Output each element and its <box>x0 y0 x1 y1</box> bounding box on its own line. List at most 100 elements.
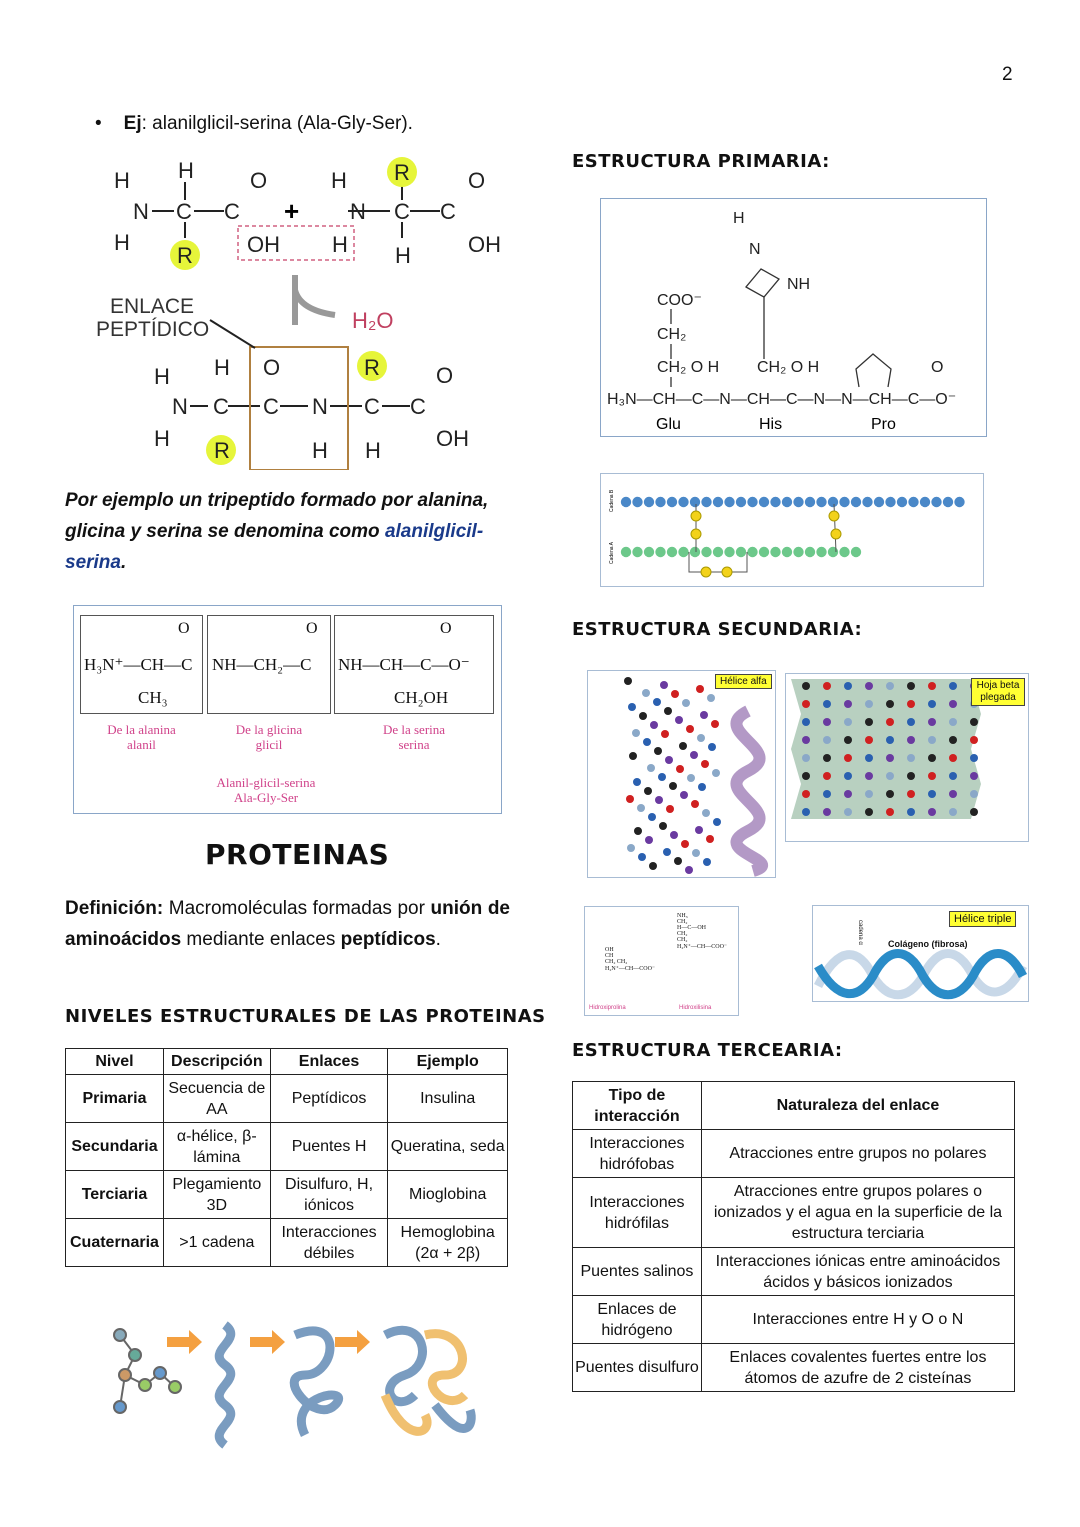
atom <box>886 772 894 780</box>
atom <box>649 862 657 870</box>
cell: Interacciones iónicas entre aminoácidos … <box>700 1247 1016 1296</box>
atom <box>949 682 957 690</box>
carbonyl-o-3: O <box>440 620 452 637</box>
bullet: • <box>95 113 102 134</box>
atom <box>666 496 678 508</box>
alpha-helix-atoms <box>624 677 721 874</box>
th: Descripción <box>162 1048 271 1075</box>
glicil-formula: NH—CH₂—C <box>212 655 312 674</box>
svg-text:H: H <box>395 243 411 268</box>
atom <box>665 756 673 764</box>
atom <box>954 496 965 508</box>
atom <box>949 718 957 726</box>
atom <box>823 772 831 780</box>
tertiary-heading: ESTRUCTURA TERCEARIA: <box>572 1040 843 1061</box>
atom <box>632 496 643 508</box>
atom <box>648 813 656 821</box>
atom <box>907 700 915 708</box>
atom <box>666 546 678 558</box>
atom <box>844 754 852 762</box>
svg-text:C: C <box>410 394 426 419</box>
atom <box>702 809 710 817</box>
atom <box>886 700 894 708</box>
atom <box>919 496 931 508</box>
atom <box>886 682 894 690</box>
atom <box>642 689 650 697</box>
svg-text:H: H <box>114 168 130 193</box>
atom <box>655 496 666 508</box>
atom <box>827 546 839 558</box>
cell: Peptídicos <box>269 1074 389 1123</box>
atom <box>639 712 647 720</box>
atom <box>701 760 709 768</box>
enlace-label-2: PEPTÍDICO <box>96 318 209 341</box>
b: unión de aminoácidos <box>65 898 510 950</box>
serina-formula: NH—CH—C—O⁻ <box>338 655 470 674</box>
atom <box>823 718 831 726</box>
svg-text:R: R <box>394 160 410 185</box>
atom <box>678 496 689 508</box>
svg-text:NH: NH <box>787 276 810 293</box>
atom <box>781 496 793 508</box>
insulin-chain-figure: Cadena B Cadena A <box>600 473 984 587</box>
atom <box>643 496 655 508</box>
atom <box>907 718 915 726</box>
label: Ala-Gly-Ser <box>233 790 299 805</box>
atom <box>634 827 642 835</box>
atom <box>692 849 700 857</box>
atom <box>689 496 701 508</box>
svg-text:H: H <box>332 232 348 257</box>
atom <box>865 808 873 816</box>
atom <box>949 736 957 744</box>
svg-text:H: H <box>733 210 745 227</box>
atom <box>620 496 632 508</box>
atom <box>711 720 719 728</box>
atom <box>970 790 978 798</box>
atom <box>865 772 873 780</box>
example-text: : alanilglicil-serina (Ala-Gly-Ser). <box>141 113 413 134</box>
atom <box>703 858 711 866</box>
atom <box>928 682 936 690</box>
t: mediante enlaces <box>181 929 341 950</box>
atom <box>804 546 816 558</box>
example-line: •Ej: alanilglicil-serina (Ala-Gly-Ser). <box>95 113 413 135</box>
svg-text:C: C <box>263 394 279 419</box>
atom <box>865 790 873 798</box>
atom <box>680 791 688 799</box>
atom <box>691 800 699 808</box>
alanil-formula: H₃N⁺—CH—C <box>84 655 193 674</box>
atom <box>645 836 653 844</box>
cell: Enlaces covalentes fuertes entre los áto… <box>700 1343 1016 1392</box>
atom <box>793 496 804 508</box>
atom <box>907 772 915 780</box>
atom <box>643 738 651 746</box>
atom <box>685 866 693 874</box>
svg-text:H: H <box>154 364 170 389</box>
primary-heading: ESTRUCTURA PRIMARIA: <box>572 151 830 172</box>
page-number: 2 <box>1002 64 1013 85</box>
svg-text:H: H <box>154 426 170 451</box>
svg-text:O: O <box>250 168 267 193</box>
atom <box>816 546 827 558</box>
atom <box>671 690 679 698</box>
chain-b-beads <box>620 496 965 508</box>
cell: Puentes salinos <box>572 1247 702 1296</box>
svg-text:C: C <box>213 394 229 419</box>
atom <box>928 808 936 816</box>
atom <box>632 729 640 737</box>
atom <box>865 682 873 690</box>
atom <box>928 772 936 780</box>
atom <box>823 790 831 798</box>
